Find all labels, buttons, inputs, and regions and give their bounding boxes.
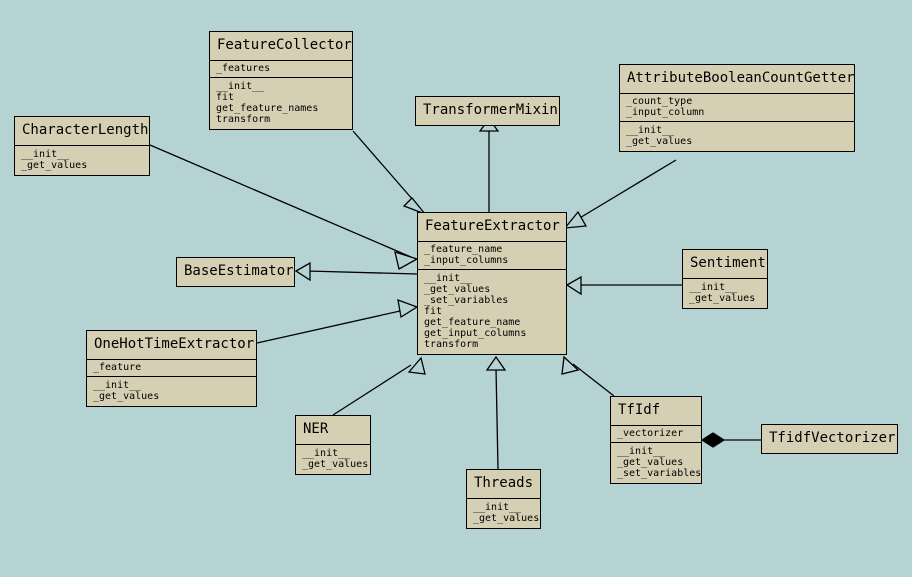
method-item: transform (216, 114, 271, 125)
class-box-featureextractor[interactable]: FeatureExtractor _feature_name _input_co… (417, 212, 567, 355)
class-box-characterlength[interactable]: CharacterLength __init__ _get_values (14, 116, 150, 176)
edge-characterlength-featureextractor (149, 144, 419, 270)
class-name-transformermixin: TransformerMixin (423, 102, 558, 118)
method-item: __init__ (302, 448, 351, 459)
class-methods-characterlength: __init__ _get_values (15, 145, 149, 175)
method-item: __init__ (473, 502, 522, 513)
class-name-sentiment: Sentiment (690, 255, 766, 271)
method-item: _get_values (689, 293, 756, 304)
attribute-item: _feature_name (424, 244, 503, 255)
edge-onehottimeextractor-featureextractor (256, 298, 419, 344)
class-box-onehottimeextractor[interactable]: OneHotTimeExtractor _feature __init__ _g… (86, 330, 257, 407)
edge-threads-featureextractor (485, 355, 507, 470)
class-methods-onehottimeextractor: __init__ _get_values (87, 376, 256, 406)
class-box-sentiment[interactable]: Sentiment __init__ _get_values (682, 249, 768, 309)
attribute-item: _input_columns (424, 255, 509, 266)
edge-tfidf-featureextractor (561, 355, 615, 397)
method-item: get_feature_names (216, 103, 319, 114)
class-attributes-onehottimeextractor: _feature (87, 359, 256, 376)
class-attributes-attributebooleancountgetter: _count_type _input_column (620, 93, 854, 121)
edge-ner-featureextractor (332, 356, 426, 416)
class-name-tfidf: TfIdf (618, 402, 661, 418)
method-item: __init__ (21, 149, 70, 160)
class-box-transformermixin[interactable]: TransformerMixin (415, 96, 560, 126)
class-name-attributebooleancountgetter: AttributeBooleanCountGetter (627, 70, 855, 86)
class-name-onehottimeextractor: OneHotTimeExtractor (94, 336, 255, 352)
class-name-baseestimator: BaseEstimator (184, 263, 294, 279)
method-item: __init__ (93, 380, 142, 391)
class-box-featurecollector[interactable]: FeatureCollector _features __init__ fit … (209, 31, 353, 130)
edge-attributebooleancountgetter-featureextractor (563, 159, 677, 229)
class-attributes-tfidf: _vectorizer (611, 425, 701, 442)
attribute-item: _feature (93, 362, 142, 373)
class-box-tfidfvectorizer[interactable]: TfidfVectorizer (761, 424, 898, 454)
method-item: get_feature_name (424, 317, 521, 328)
edge-featurecollector-featureextractor (352, 130, 428, 216)
method-item: __init__ (216, 81, 265, 92)
method-item: transform (424, 339, 479, 350)
method-item: _get_values (93, 391, 160, 402)
class-methods-threads: __init__ _get_values (467, 498, 540, 528)
class-box-attributebooleancountgetter[interactable]: AttributeBooleanCountGetter _count_type … (619, 64, 855, 152)
method-item: _get_values (626, 136, 693, 147)
class-name-featureextractor: FeatureExtractor (425, 218, 560, 234)
method-item: _set_variables (424, 295, 509, 306)
method-item: fit (424, 306, 443, 317)
class-methods-tfidf: __init__ _get_values _set_variables (611, 442, 701, 483)
attribute-item: _count_type (626, 96, 693, 107)
method-item: __init__ (626, 125, 675, 136)
class-name-tfidfvectorizer: TfidfVectorizer (769, 430, 896, 446)
class-methods-sentiment: __init__ _get_values (683, 278, 767, 308)
class-methods-attributebooleancountgetter: __init__ _get_values (620, 121, 854, 151)
class-name-threads: Threads (474, 475, 534, 491)
method-item: _get_values (302, 459, 369, 470)
method-item: __init__ (424, 273, 473, 284)
edge-featureextractor-transformermixin (478, 117, 500, 212)
class-name-featurecollector: FeatureCollector (217, 37, 352, 53)
edge-sentiment-featureextractor (565, 275, 682, 296)
method-item: _get_values (21, 160, 88, 171)
class-box-ner[interactable]: NER __init__ _get_values (295, 415, 371, 475)
attribute-item: _features (216, 63, 271, 74)
class-attributes-featurecollector: _features (210, 60, 352, 77)
class-box-tfidf[interactable]: TfIdf _vectorizer __init__ _get_values _… (610, 396, 702, 484)
class-methods-ner: __init__ _get_values (296, 444, 370, 474)
edge-featureextractor-baseestimator (294, 261, 418, 282)
method-item: _get_values (473, 513, 540, 524)
edge-tfidf-tfidfvectorizer (700, 432, 761, 448)
method-item: _get_values (424, 284, 491, 295)
attribute-item: _input_column (626, 107, 705, 118)
method-item: _get_values (617, 457, 684, 468)
class-methods-featureextractor: __init__ _get_values _set_variables fit … (418, 269, 566, 354)
class-name-ner: NER (303, 421, 329, 437)
method-item: get_input_columns (424, 328, 527, 339)
method-item: fit (216, 92, 235, 103)
class-attributes-featureextractor: _feature_name _input_columns (418, 241, 566, 269)
method-item: _set_variables (617, 468, 702, 479)
method-item: __init__ (689, 282, 738, 293)
class-methods-featurecollector: __init__ fit get_feature_names transform (210, 77, 352, 129)
class-box-baseestimator[interactable]: BaseEstimator (176, 257, 295, 287)
attribute-item: _vectorizer (617, 428, 684, 439)
class-name-characterlength: CharacterLength (22, 122, 149, 138)
class-box-threads[interactable]: Threads __init__ _get_values (466, 469, 541, 529)
method-item: __init__ (617, 446, 666, 457)
